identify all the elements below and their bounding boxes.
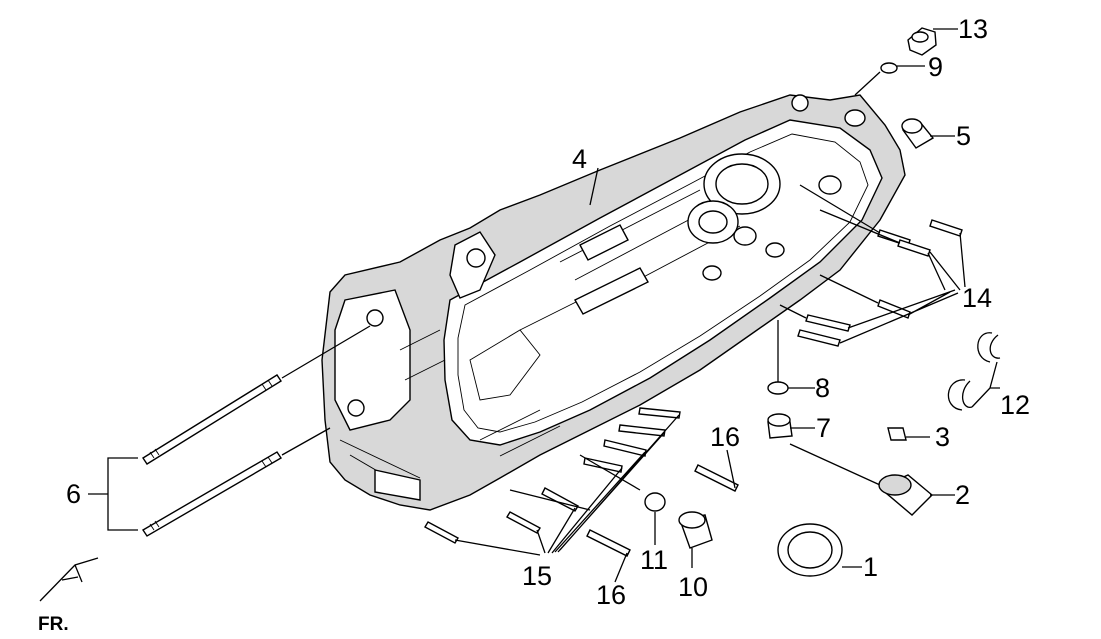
o-ring-9 (880, 62, 898, 74)
callout-10: 10 (678, 572, 708, 602)
oil-seal-1 (777, 523, 843, 577)
callout-6: 6 (66, 479, 81, 509)
washer-11 (644, 492, 666, 512)
bushing-2 (878, 474, 934, 516)
bolt-7 (767, 413, 793, 439)
callout-16-lower: 16 (596, 580, 626, 610)
leader-lines (88, 28, 1000, 568)
callout-9: 9 (928, 52, 943, 82)
callout-11: 11 (640, 545, 668, 575)
callout-2: 2 (955, 480, 970, 510)
callout-15: 15 (522, 561, 552, 591)
callout-13: 13 (958, 14, 988, 44)
stud-bolts (142, 325, 371, 537)
crankcase-left (321, 94, 906, 511)
bolt-10 (678, 511, 713, 549)
callout-7: 7 (816, 413, 831, 443)
callout-labels: 1 2 3 4 5 6 7 8 9 10 11 12 13 14 15 16 1… (66, 14, 1030, 610)
callout-8: 8 (815, 373, 830, 403)
callout-1: 1 (863, 552, 878, 582)
circlips-12 (947, 332, 1001, 411)
callout-16-upper: 16 (710, 422, 740, 452)
callout-4: 4 (572, 144, 587, 174)
pin-3 (887, 427, 907, 441)
callout-3: 3 (935, 422, 950, 452)
dowel-5 (901, 118, 935, 149)
callout-5: 5 (956, 121, 971, 151)
front-direction-arrow: FR. (38, 557, 99, 635)
callout-12: 12 (1000, 390, 1030, 420)
washer-8 (767, 381, 789, 395)
callout-14: 14 (962, 283, 992, 313)
front-label: FR. (38, 614, 69, 635)
bolts-14 (779, 184, 966, 347)
drain-plug-13 (907, 27, 937, 56)
bolts-15-16 (424, 407, 739, 583)
